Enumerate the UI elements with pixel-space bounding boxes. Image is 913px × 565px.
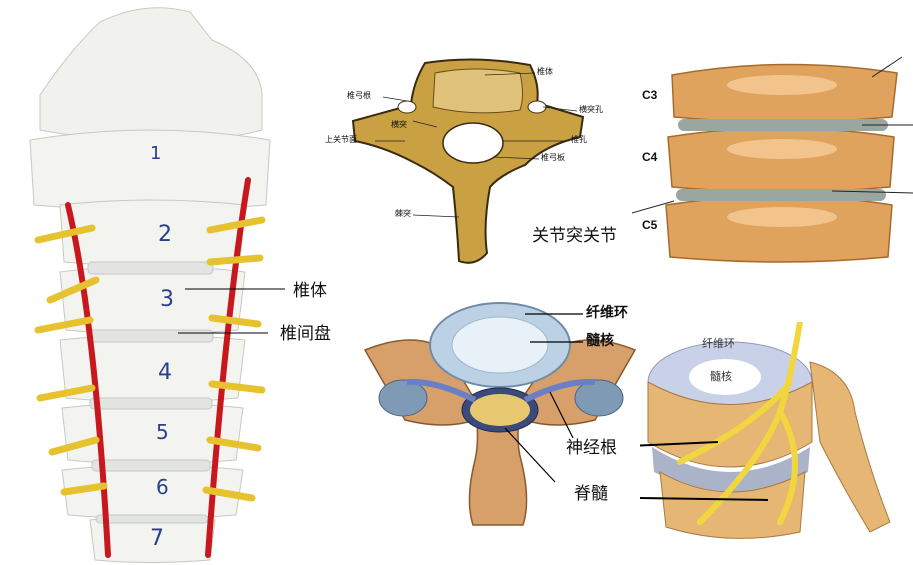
- label-nerve-root: 神经根: [566, 438, 617, 458]
- level-c4: C4: [642, 150, 658, 164]
- label-facet-joint: 关节突关节: [532, 226, 617, 246]
- label-vertebral-body: 椎体: [293, 281, 327, 301]
- vertebra-number-6: 6: [156, 475, 169, 499]
- label-vb-transverse-process: 横突: [391, 120, 407, 129]
- spine-model-panel: 1 2 3 4 5 6 7: [0, 0, 300, 565]
- vertebra-number-1: 1: [150, 143, 162, 164]
- disc-3d-panel: 纤维环 髓核: [640, 322, 913, 545]
- label-vb-pedicle: 椎弓根: [347, 91, 371, 100]
- vertebra-number-4: 4: [158, 360, 172, 385]
- label-intervertebral-disc: 椎间盘: [280, 324, 331, 344]
- label-vb-body: 椎体: [537, 67, 553, 76]
- label-nucleus: 髓核: [586, 333, 614, 349]
- label-vb-spinous-process: 棘突: [395, 209, 411, 218]
- vertebra-number-2: 2: [158, 222, 172, 247]
- label-vb-lamina: 椎弓板: [541, 153, 565, 162]
- label-3d-nucleus: 髓核: [710, 370, 732, 383]
- label-3d-annulus: 纤维环: [702, 337, 735, 350]
- level-c3: C3: [642, 88, 658, 102]
- vertebra-number-7: 7: [150, 526, 164, 551]
- vertebra-number-5: 5: [156, 420, 169, 444]
- label-vb-superior-facet: 上关节面: [325, 135, 357, 144]
- disc-3d-illustration: [640, 322, 891, 539]
- cross-section-illustration: [363, 302, 637, 526]
- spine-model-illustration: [29, 7, 285, 563]
- label-spinal-cord: 脊髓: [574, 484, 608, 504]
- facet-joint-illustration: [632, 56, 913, 263]
- level-c5: C5: [642, 218, 658, 232]
- cross-section-panel: [355, 300, 645, 530]
- vertebra-top-illustration: [351, 58, 585, 264]
- label-vb-vertebral-foramen: 椎孔: [571, 135, 587, 144]
- vertebra-number-3: 3: [160, 287, 174, 312]
- label-annulus: 纤维环: [586, 305, 628, 321]
- vertebra-top-view: 椎体 椎弓根 横突孔 横突 椎孔 上关节面 椎弓板 棘突: [325, 55, 615, 275]
- facet-joint-panel: C3 C4 C5: [632, 55, 913, 285]
- label-vb-transverse-foramen: 横突孔: [579, 105, 603, 114]
